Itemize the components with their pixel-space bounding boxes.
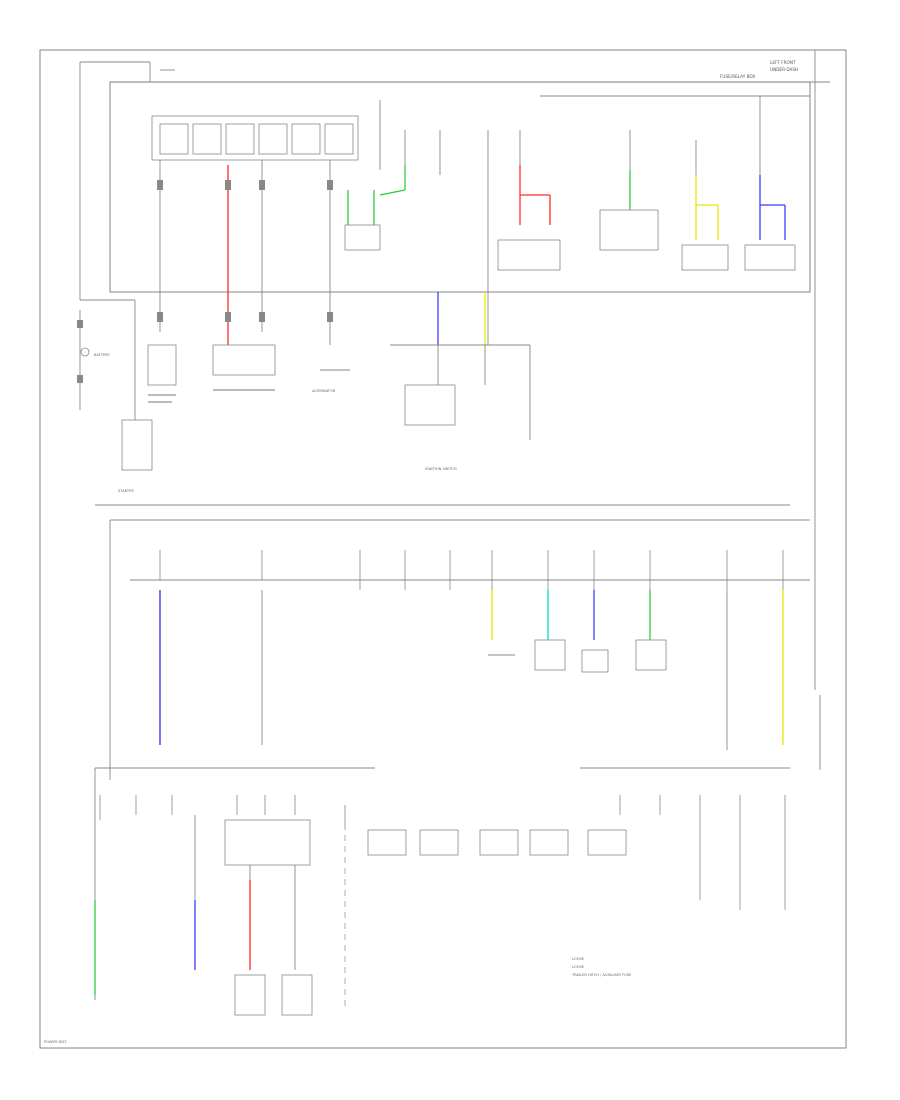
title-line-2: UNDER-DASH bbox=[770, 67, 798, 72]
alternator-label: ALTERNATOR bbox=[312, 389, 336, 393]
outer-frame bbox=[39, 49, 847, 1049]
fuse-group-left bbox=[159, 123, 354, 155]
upper-section: BATTERY STARTER ALTERNATOR bbox=[77, 61, 830, 493]
legend-item-1: LOOSE bbox=[572, 957, 585, 961]
legend-item-2: LOOSE bbox=[572, 965, 585, 969]
starter-box bbox=[121, 419, 153, 471]
lower-section: LOOSE LOOSE TRAILER HITCH / AUXILIARY FU… bbox=[94, 767, 790, 1016]
legend-item-3: TRAILER HITCH / AUXILIARY FUSE bbox=[571, 973, 632, 977]
ignition-switch-label: IGNITION SWITCH bbox=[425, 467, 457, 471]
title-line-3: FUSE/RELAY BOX bbox=[720, 74, 755, 79]
battery-label: BATTERY bbox=[94, 353, 111, 357]
gray-labels-upper-left bbox=[148, 389, 275, 403]
middle-section bbox=[109, 519, 821, 780]
title-line-1: LEFT FRONT bbox=[770, 60, 796, 65]
starter-label: STARTER bbox=[118, 489, 134, 493]
footer-label: POWER DIST. bbox=[44, 1040, 68, 1044]
